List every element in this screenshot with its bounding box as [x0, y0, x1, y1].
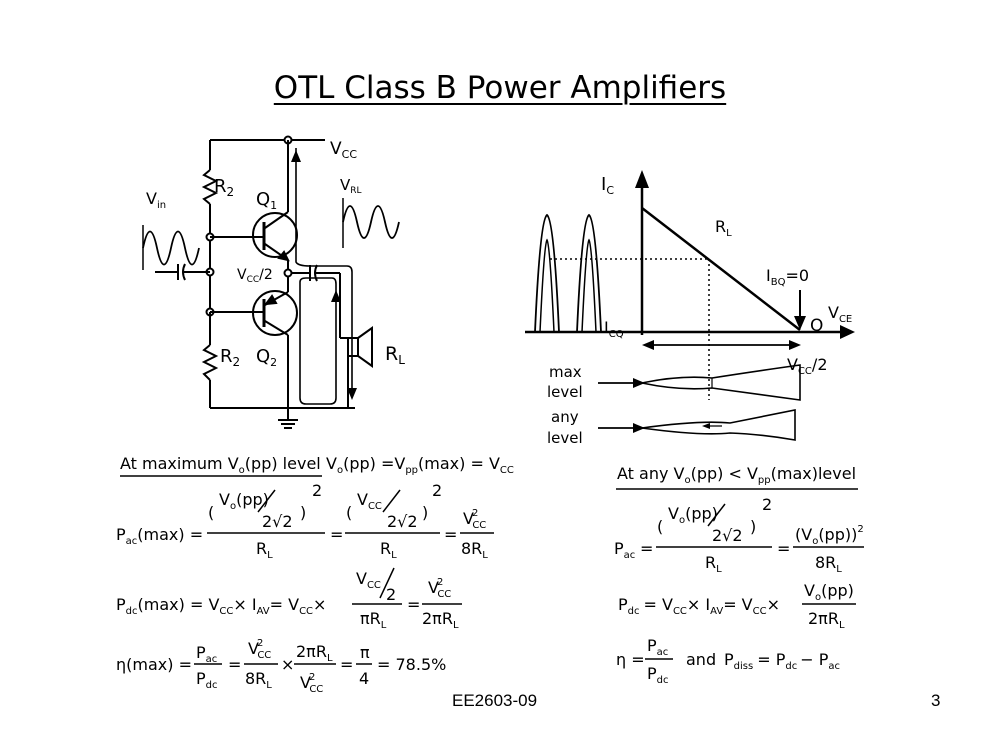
pdc-frac-two: 2 — [386, 585, 396, 604]
pac-exp-2: 2 — [432, 481, 442, 500]
paren-close-2: ) — [422, 503, 428, 522]
eq-sign-4: = — [228, 655, 241, 674]
pdc-frac-num: VCC — [356, 569, 381, 591]
right-pac-den-small: 2√2 — [712, 526, 743, 545]
and-text: and — [686, 650, 716, 669]
eta-f3-num: 2πRL — [296, 642, 333, 664]
q1-transistor — [252, 212, 298, 258]
r2-bottom-resistor — [201, 344, 219, 381]
eq-sign-2: = — [444, 525, 457, 544]
eta-f2-den: 8RL — [245, 669, 272, 691]
rl-graph-label: RL — [715, 217, 732, 239]
right-eta-lhs: η = — [616, 650, 645, 669]
pac-max-lhs: Pac(max) = — [116, 525, 203, 547]
eq-sign-6: = — [640, 539, 653, 558]
left-heading: At maximum Vo(pp) level — [120, 454, 321, 476]
right-pac-res-num: (Vo(pp))2 — [795, 524, 864, 547]
r2-top-label: R2 — [214, 176, 234, 199]
right-heading: At any Vo(pp) < Vpp(max)level — [617, 464, 856, 486]
q-point-label: Q — [810, 316, 823, 336]
right-eta-num: Pac — [647, 636, 668, 658]
mid-node — [283, 268, 293, 278]
speaker-icon — [347, 337, 359, 357]
vrl-label: VRL — [340, 176, 362, 196]
left-equations: At maximum Vo(pp) level Vo(pp) =Vpp(max)… — [116, 454, 514, 695]
vin-label: Vin — [146, 189, 166, 211]
paren-close-1: ) — [300, 503, 306, 522]
right-pdc-frac-num: Vo(pp) — [804, 581, 854, 603]
any-level-label-2: level — [547, 429, 583, 447]
pac-exp: 2 — [312, 481, 322, 500]
vcc-label: VCC — [330, 139, 357, 161]
right-pdc-frac-den: 2πRL — [808, 609, 845, 631]
eta-max-lhs: η(max) = — [116, 655, 192, 674]
paren-open-1: ( — [208, 503, 214, 522]
footer-course-code: EE2603-09 — [452, 691, 537, 710]
eq-sign-3: = — [407, 595, 420, 614]
vce-label: VCE — [828, 303, 852, 325]
load-line — [641, 207, 801, 331]
right-pac-lhs: Pac — [614, 539, 635, 561]
load-line-graph — [525, 170, 855, 441]
q2-label: Q2 — [256, 346, 277, 369]
mid-label: VCC/2 — [237, 267, 273, 285]
eq-sign-1: = — [330, 525, 343, 544]
right-pac-exp: 2 — [762, 495, 772, 514]
icq-label: ICQ — [604, 318, 624, 340]
paren-close-3: ) — [750, 517, 756, 536]
eta-f1-den: Pdc — [196, 669, 218, 691]
pdc-max-lhs: Pdc(max) = VCC× IAV= VCC× — [116, 595, 326, 617]
any-level-label-1: any — [551, 408, 579, 426]
vin-waveform — [142, 230, 200, 266]
pac-den: RL — [256, 539, 273, 561]
pac-num1: Vo(pp) — [219, 490, 269, 512]
left-heading-rhs: Vo(pp) =Vpp(max) = VCC — [326, 454, 514, 476]
right-pac-res-den: 8RL — [815, 553, 842, 575]
pdiss-equation: Pdiss= Pdc− Pac — [724, 650, 840, 672]
eta-f1-num: Pac — [196, 643, 217, 665]
paren-open-2: ( — [346, 503, 352, 522]
pac-den-small: 2√2 — [262, 512, 293, 531]
q1-label: Q1 — [256, 189, 277, 212]
pdc-frac-den: πRL — [360, 609, 387, 631]
right-pac-den: RL — [705, 553, 722, 575]
right-equations: At any Vo(pp) < Vpp(max)level Pac = ( Vo… — [614, 464, 864, 686]
right-pdc: Pdc= VCC× IAV= VCC× — [618, 595, 780, 617]
eq-sign-5: = — [340, 655, 353, 674]
pac-result-den: 8RL — [461, 539, 488, 561]
right-eta-den: Pdc — [647, 664, 669, 686]
pdc-result-den: 2πRL — [422, 609, 459, 631]
any-level-waveform — [641, 409, 796, 441]
eta-f4-den: 4 — [359, 669, 369, 688]
ic-label: IC — [601, 174, 614, 197]
vcc-half-label: VCC/2 — [787, 355, 828, 377]
vrl-waveform — [342, 205, 400, 239]
right-pac-num: Vo(pp) — [668, 504, 718, 526]
slide-title: OTL Class B Power Amplifiers — [273, 70, 727, 106]
r2-top-resistor — [201, 169, 219, 205]
pac-den-2: RL — [380, 539, 397, 561]
max-level-label-1: max — [549, 363, 582, 381]
current-pulse-2 — [576, 213, 602, 333]
max-level-label-2: level — [547, 383, 583, 401]
ibq-label: IBQ=0 — [766, 266, 809, 288]
eta-f4-num: π — [360, 643, 370, 662]
eta-result: = 78.5% — [377, 655, 446, 674]
circuit-diagram — [142, 135, 400, 429]
paren-open-3: ( — [657, 517, 663, 536]
page-number: 3 — [931, 691, 940, 710]
rl-circuit-label: RL — [385, 343, 405, 367]
pac-den-small-2: 2√2 — [387, 512, 418, 531]
pac-num2: VCC — [357, 490, 382, 512]
current-pulse-1 — [534, 213, 560, 333]
max-level-waveform — [641, 364, 801, 401]
eq-sign-7: = — [777, 539, 790, 558]
r2-bottom-label: R2 — [220, 346, 240, 369]
times-sign: × — [281, 655, 294, 674]
